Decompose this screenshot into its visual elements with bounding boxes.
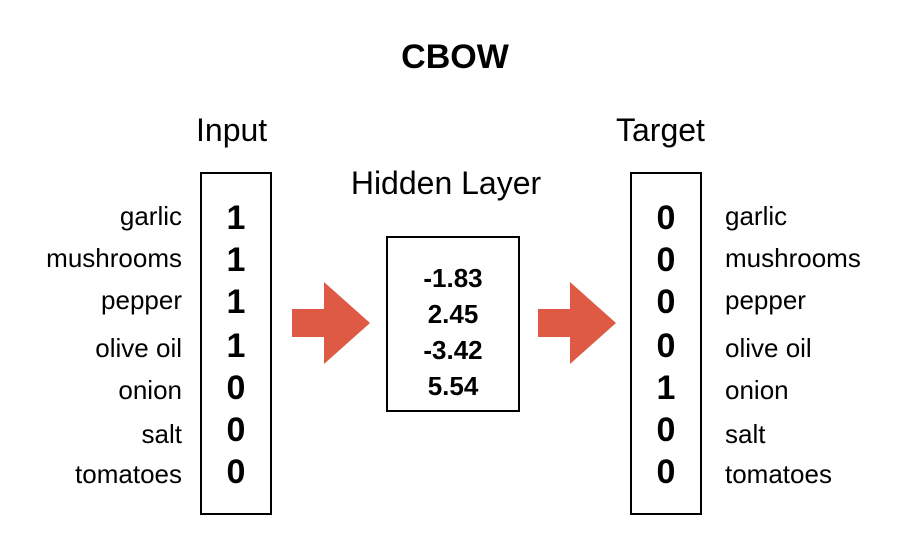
right-arrow-icon [538,282,616,364]
arrow-shape [292,282,370,364]
input-word-label: mushrooms [46,243,182,273]
target-word-label: mushrooms [725,243,861,273]
hidden-layer-heading: Hidden Layer [350,165,542,201]
target-word-label: tomatoes [725,459,832,489]
input-vector-box: 1 1 1 1 0 0 0 [200,172,272,515]
hidden-value: 2.45 [427,299,479,329]
input-value: 1 [226,327,246,365]
hidden-layer-box: -1.83 2.45 -3.42 5.54 [386,236,520,412]
target-word-label: olive oil [725,333,812,363]
target-value: 1 [656,369,676,407]
hidden-value: 5.54 [427,371,479,401]
target-value: 0 [656,327,676,365]
input-value: 0 [226,453,246,491]
right-arrow-icon [292,282,370,364]
input-word-label: garlic [119,201,182,231]
target-word-label: salt [725,419,766,449]
target-value: 0 [656,453,676,491]
hidden-layer-values: -1.83 2.45 -3.42 5.54 [388,260,518,404]
input-word-label: olive oil [95,333,182,363]
target-value: 0 [656,411,676,449]
diagram-title: CBOW [401,38,509,76]
target-word-label: garlic [725,201,788,231]
target-heading: Target [616,112,705,148]
hidden-value: -1.83 [423,263,483,293]
target-value: 0 [656,199,676,237]
input-value: 1 [226,241,246,279]
input-word-label: onion [118,375,182,405]
arrow-shape [538,282,616,364]
input-heading: Input [196,112,268,148]
target-value: 0 [656,241,676,279]
target-value: 0 [656,283,676,321]
target-word-label: pepper [725,285,806,315]
input-value: 1 [226,283,246,321]
input-word-label: tomatoes [75,459,182,489]
target-vector-box: 0 0 0 0 1 0 0 [630,172,702,515]
input-value: 0 [226,411,246,449]
hidden-value: -3.42 [423,335,483,365]
input-value: 1 [226,199,246,237]
input-word-label: pepper [101,285,182,315]
input-word-label: salt [141,419,182,449]
target-word-label: onion [725,375,789,405]
input-value: 0 [226,369,246,407]
